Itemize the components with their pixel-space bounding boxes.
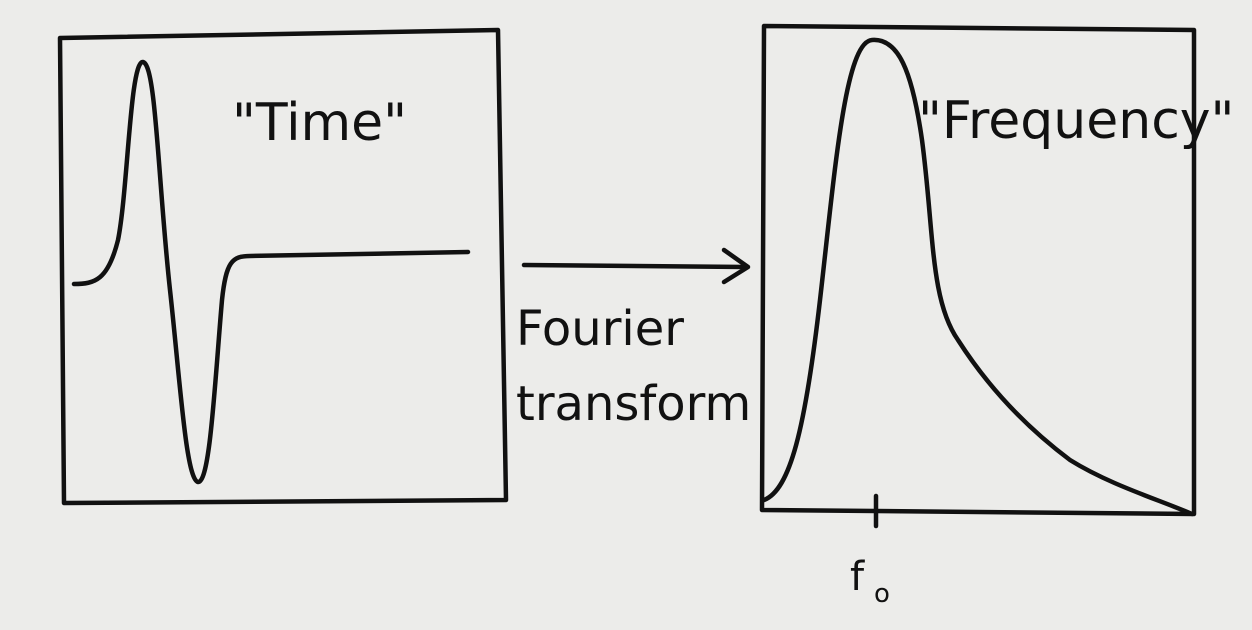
time-panel-label: "Time"	[232, 93, 407, 153]
fourier-arrow: Fourier transform	[516, 247, 751, 432]
time-panel: "Time"	[57, 27, 509, 506]
frequency-spectrum-curve	[761, 37, 1195, 517]
arrow-label-line2: transform	[516, 376, 751, 432]
time-panel-frame	[57, 27, 509, 506]
arrow-head	[721, 247, 751, 285]
frequency-panel: "Frequency" f o	[759, 23, 1234, 609]
frequency-panel-label: "Frequency"	[918, 91, 1234, 151]
arrow-shaft	[521, 262, 749, 270]
arrow-label-line1: Fourier	[516, 301, 684, 357]
frequency-tick-subscript: o	[874, 579, 890, 609]
frequency-tick-label: f	[850, 554, 865, 600]
time-signal-curve	[71, 59, 471, 485]
